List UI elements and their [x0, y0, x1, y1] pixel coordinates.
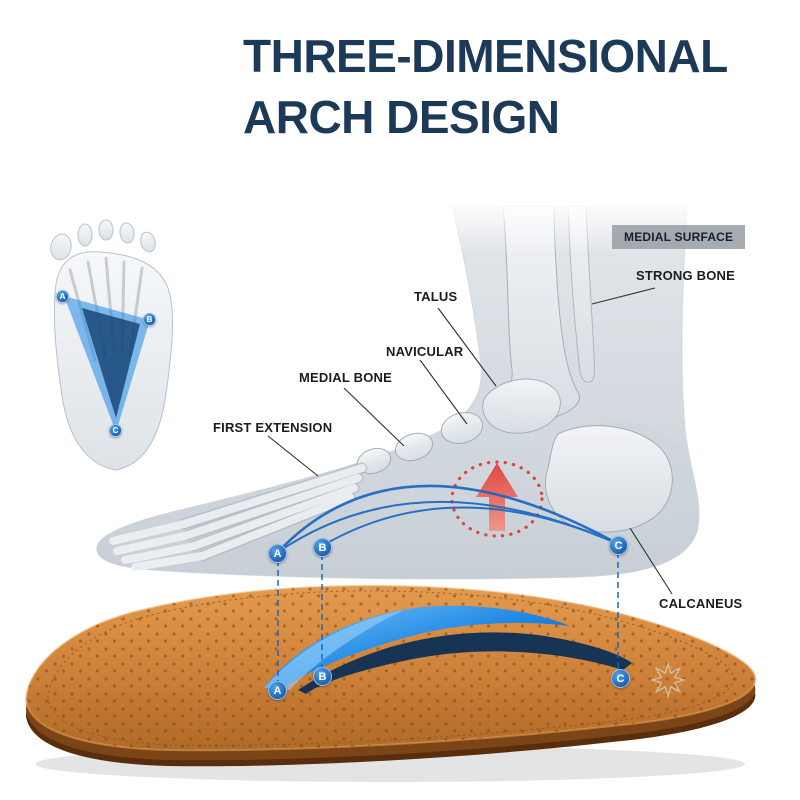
arch-point-a-insole: A: [268, 681, 287, 700]
title-line-1: THREE-DIMENSIONAL: [243, 30, 728, 82]
insole: [24, 584, 757, 767]
arch-point-c-insole: C: [611, 669, 630, 688]
arch-point-b-skeleton: B: [313, 538, 332, 557]
title-line-2: ARCH DESIGN: [243, 90, 560, 143]
skeleton-side-view: [96, 198, 700, 580]
lift-arrow: [450, 460, 544, 538]
arch-point-c-topview: C: [109, 424, 122, 437]
foot-top-view: [50, 219, 173, 471]
arch-point-a-skeleton: A: [268, 544, 287, 563]
page-title: THREE-DIMENSIONAL ARCH DESIGN: [243, 26, 728, 147]
label-first-extension: FIRST EXTENSION: [213, 420, 333, 435]
label-medial-surface: MEDIAL SURFACE: [612, 225, 746, 249]
arch-support: [264, 605, 632, 694]
arch-curves: [277, 484, 619, 553]
arch-point-b-insole: B: [313, 667, 332, 686]
label-strong-bone: STRONG BONE: [636, 268, 735, 283]
leader-lines: [267, 287, 673, 595]
label-navicular: NAVICULAR: [386, 344, 464, 359]
label-talus: TALUS: [414, 289, 458, 304]
label-medial-bone: MEDIAL BONE: [299, 370, 392, 385]
guide-lines: [277, 552, 619, 684]
logo-star-icon: [649, 661, 687, 699]
arch-point-a-topview: A: [56, 290, 69, 303]
label-calcaneus: CALCANEUS: [659, 596, 743, 611]
arch-point-c-skeleton: C: [609, 536, 628, 555]
arch-point-b-topview: B: [143, 313, 156, 326]
